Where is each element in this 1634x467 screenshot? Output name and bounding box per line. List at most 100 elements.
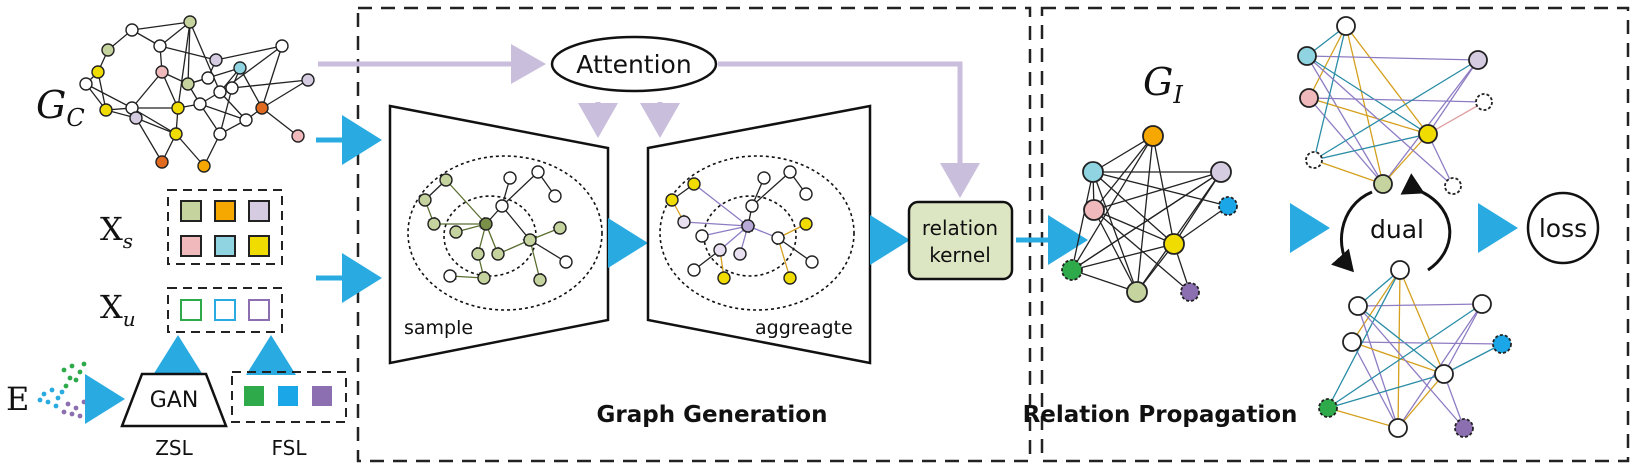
graph-edge bbox=[1326, 373, 1445, 410]
graph-edge bbox=[131, 21, 191, 31]
graph-edge bbox=[1305, 52, 1479, 61]
dual-arrow-right bbox=[1400, 173, 1452, 272]
graph-node bbox=[1083, 199, 1105, 221]
embedding-dot bbox=[73, 405, 79, 411]
graph-edge bbox=[1327, 303, 1484, 409]
graph-node bbox=[99, 103, 113, 117]
gan-block bbox=[120, 372, 228, 428]
graph-edge bbox=[1093, 209, 1175, 245]
graph-node bbox=[1299, 88, 1319, 108]
graph-edge bbox=[1382, 133, 1429, 185]
embedding-dot bbox=[67, 375, 73, 381]
graph-edge bbox=[445, 179, 487, 225]
graph-node bbox=[439, 173, 453, 187]
graph-node bbox=[443, 269, 457, 283]
graph-node bbox=[153, 39, 167, 53]
fsl-label: FSL bbox=[272, 436, 308, 460]
dual-arrow-left bbox=[1331, 190, 1373, 273]
e-symbol: E bbox=[6, 380, 29, 418]
graph-edge bbox=[1442, 343, 1503, 375]
xu-symbol: Xu bbox=[100, 288, 136, 331]
graph-edge bbox=[529, 239, 567, 263]
graph-edge bbox=[1443, 303, 1483, 376]
xu-swatches bbox=[180, 299, 270, 321]
graph-node bbox=[1468, 50, 1488, 70]
graph-edge bbox=[189, 21, 221, 93]
graph-node bbox=[479, 217, 493, 231]
graph-node bbox=[1163, 233, 1185, 255]
graph-node bbox=[1218, 196, 1238, 216]
embedding-dot bbox=[77, 369, 83, 375]
graph-edge bbox=[261, 79, 309, 109]
graph-edge bbox=[1382, 59, 1479, 186]
graph-edge bbox=[1308, 97, 1486, 106]
relation-propagation-panel bbox=[1040, 6, 1630, 463]
graph-generation-panel bbox=[356, 6, 1032, 463]
graph-edge bbox=[215, 45, 283, 61]
graph-edge bbox=[1357, 305, 1446, 375]
graph-node bbox=[1444, 177, 1462, 195]
graph-node bbox=[713, 243, 727, 257]
embedding-dots bbox=[37, 361, 91, 419]
fsl-swatch-green bbox=[244, 386, 264, 406]
embedding-dot bbox=[55, 395, 61, 401]
graph-node bbox=[1061, 259, 1083, 281]
embedding-dot bbox=[37, 397, 43, 403]
graph-edge bbox=[1312, 133, 1429, 163]
graph-edge bbox=[693, 183, 750, 227]
graph-edge bbox=[85, 83, 133, 109]
dual-graph-bottom bbox=[1318, 260, 1512, 438]
aggregate-label: aggreagte bbox=[755, 317, 853, 339]
graph-edge bbox=[1306, 55, 1384, 186]
graph-node bbox=[695, 229, 709, 243]
graph-node bbox=[1418, 124, 1438, 144]
graph-node bbox=[1142, 125, 1164, 147]
zsl-label: ZSL bbox=[155, 436, 193, 460]
graph-node bbox=[213, 127, 227, 141]
graph-edge bbox=[1092, 135, 1154, 173]
embedding-dot bbox=[45, 399, 51, 405]
embedding-dot bbox=[85, 407, 91, 413]
graph-edge bbox=[1308, 97, 1430, 136]
graph-node bbox=[301, 73, 315, 87]
graph-edge bbox=[501, 171, 539, 207]
attention-label: Attention bbox=[576, 50, 691, 79]
graph-edge bbox=[1071, 269, 1138, 293]
graph-node bbox=[125, 23, 139, 37]
dual-graph-top bbox=[1297, 16, 1493, 195]
graph-edge bbox=[159, 45, 217, 61]
graph-node bbox=[169, 127, 183, 141]
graph-edge bbox=[1345, 25, 1429, 136]
graph-node bbox=[477, 271, 491, 285]
graph-edge bbox=[1351, 340, 1504, 348]
graph-node bbox=[449, 225, 463, 239]
embedding-dot bbox=[81, 399, 87, 405]
xs-swatches bbox=[180, 200, 270, 257]
attention-to-kernel-line bbox=[718, 61, 980, 198]
graph-node bbox=[1126, 281, 1148, 303]
fsl-swatch-blue bbox=[278, 386, 298, 406]
graph-node bbox=[495, 199, 509, 213]
graph-edge bbox=[1071, 135, 1154, 271]
graph-node bbox=[548, 189, 562, 203]
graph-node bbox=[171, 101, 185, 115]
graph-edge bbox=[1313, 59, 1480, 161]
sample-block bbox=[388, 104, 610, 365]
graph-edge bbox=[1308, 25, 1347, 100]
graph-edge bbox=[219, 87, 233, 135]
graph-edge bbox=[1071, 171, 1222, 271]
embedding-dot bbox=[65, 401, 71, 407]
graph-edge bbox=[1356, 301, 1483, 310]
graph-node bbox=[155, 65, 169, 79]
graph-node bbox=[1434, 364, 1454, 384]
graph-node bbox=[239, 113, 253, 127]
graph-node bbox=[717, 271, 731, 285]
embedding-dot bbox=[61, 409, 67, 415]
graph-edge bbox=[1306, 55, 1430, 135]
graph-node bbox=[553, 221, 567, 235]
graph-node bbox=[665, 193, 679, 207]
graph-node bbox=[1492, 334, 1512, 354]
embedding-dot bbox=[77, 413, 83, 419]
graph-node bbox=[1454, 418, 1474, 438]
